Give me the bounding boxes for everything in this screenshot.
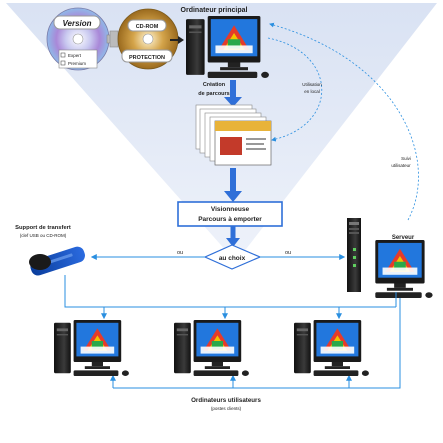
- flow-arrow-main-to-docs: [224, 80, 242, 107]
- server-label: Serveur: [392, 235, 415, 241]
- ou-right-label: ou: [285, 250, 291, 256]
- user-tracking-curve: [269, 22, 419, 221]
- version-label: Version: [62, 19, 91, 28]
- choice-diamond: au choix: [203, 244, 262, 270]
- version-option-premium: Premium: [68, 61, 86, 66]
- server-computer: [347, 218, 433, 298]
- user-computer-1: [54, 320, 129, 376]
- protection-label: PROTECTION: [129, 55, 165, 61]
- transfer-label-line2: (clef USB ou CD-ROM): [20, 233, 67, 238]
- viewer-box-line2: Parcours à emporter: [198, 216, 262, 223]
- document-stack: [195, 104, 272, 166]
- version-disc: Version Expert Premium: [46, 7, 110, 71]
- viewer-box-line1: Visionneuse: [211, 206, 250, 213]
- suivi-label-line1: Suivi: [401, 156, 411, 161]
- user-computer-2: [174, 320, 249, 376]
- viewer-box: Visionneuse Parcours à emporter: [177, 201, 283, 227]
- version-option-expert: Expert: [68, 53, 82, 58]
- cdrom-protection-disc: CD-ROM PROTECTION: [117, 8, 179, 70]
- ou-left-label: ou: [177, 250, 183, 256]
- creation-label-line1: Création: [203, 82, 226, 88]
- user-computer-3: [294, 320, 369, 376]
- local-label-line1: Utilisation: [302, 82, 322, 87]
- cdrom-label: CD-ROM: [136, 24, 159, 30]
- choice-label: au choix: [219, 255, 246, 262]
- suivi-label-line2: utilisateur: [391, 163, 411, 168]
- usb-cap: [29, 254, 51, 270]
- transfer-label-line1: Support de transfert: [15, 225, 71, 231]
- creation-label-line2: de parcours: [198, 91, 229, 97]
- distribution-lines: [64, 275, 401, 389]
- users-label-line2: (postes clients): [211, 406, 242, 411]
- users-label-line1: Ordinateurs utilisateurs: [191, 397, 261, 404]
- flow-arrow-docs-to-viewer: [224, 168, 242, 202]
- main-computer-title: Ordinateur principal: [181, 7, 248, 14]
- local-label-line2: en local: [304, 89, 320, 94]
